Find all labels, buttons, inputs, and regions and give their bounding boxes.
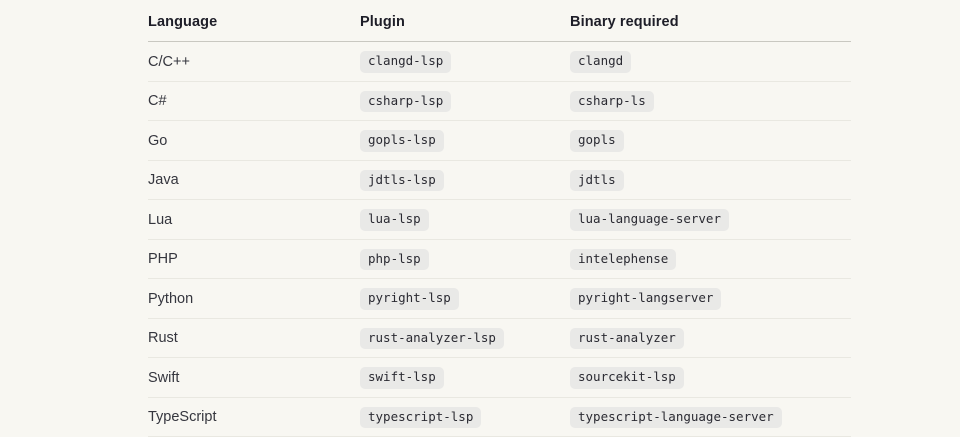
table-row: Python pyright-lsp pyright-langserver [148, 278, 851, 319]
language-cell: PHP [148, 239, 360, 279]
plugin-pill: gopls-lsp [360, 130, 444, 152]
language-cell: Python [148, 278, 360, 319]
plugin-cell: typescript-lsp [360, 397, 570, 437]
table-row: Lua lua-lsp lua-language-server [148, 199, 851, 240]
plugin-pill: jdtls-lsp [360, 169, 444, 191]
binary-pill: jdtls [570, 169, 624, 191]
plugin-pill: php-lsp [360, 248, 429, 270]
plugin-pill: clangd-lsp [360, 51, 452, 73]
binary-cell: typescript-language-server [570, 397, 851, 437]
table-row: PHP php-lsp intelephense [148, 239, 851, 279]
binary-cell: pyright-langserver [570, 278, 851, 319]
binary-pill: typescript-language-server [570, 406, 782, 428]
binary-pill: clangd [570, 51, 632, 73]
binary-cell: jdtls [570, 160, 851, 200]
plugin-cell: jdtls-lsp [360, 160, 570, 200]
plugin-cell: lua-lsp [360, 199, 570, 240]
table-body: C/C++ clangd-lsp clangd C# csharp-lsp cs… [148, 41, 851, 437]
binary-cell: clangd [570, 41, 851, 82]
table-row: TypeScript typescript-lsp typescript-lan… [148, 397, 851, 437]
plugin-pill: typescript-lsp [360, 406, 482, 428]
binary-pill: gopls [570, 130, 624, 152]
plugin-cell: csharp-lsp [360, 81, 570, 121]
language-cell: Swift [148, 357, 360, 398]
plugin-pill: lua-lsp [360, 209, 429, 231]
language-cell: Java [148, 160, 360, 200]
column-header-language: Language [148, 2, 360, 42]
table-header: Language Plugin Binary required [148, 2, 851, 42]
binary-pill: rust-analyzer [570, 327, 684, 349]
plugin-cell: php-lsp [360, 239, 570, 279]
binary-cell: csharp-ls [570, 81, 851, 121]
binary-cell: gopls [570, 120, 851, 161]
plugin-pill: csharp-lsp [360, 90, 452, 112]
binary-pill: csharp-ls [570, 90, 654, 112]
table-row: Swift swift-lsp sourcekit-lsp [148, 357, 851, 398]
table-row: Go gopls-lsp gopls [148, 120, 851, 161]
table-row: Java jdtls-lsp jdtls [148, 160, 851, 200]
table-row: C# csharp-lsp csharp-ls [148, 81, 851, 121]
plugin-pill: swift-lsp [360, 367, 444, 389]
language-cell: C/C++ [148, 41, 360, 82]
language-cell: TypeScript [148, 397, 360, 437]
column-header-plugin: Plugin [360, 2, 570, 42]
column-header-binary-required: Binary required [570, 2, 851, 42]
binary-pill: intelephense [570, 248, 677, 270]
lsp-plugins-table-container: Language Plugin Binary required C/C++ cl… [148, 2, 851, 437]
binary-cell: sourcekit-lsp [570, 357, 851, 398]
binary-pill: lua-language-server [570, 209, 729, 231]
plugin-cell: swift-lsp [360, 357, 570, 398]
plugin-cell: gopls-lsp [360, 120, 570, 161]
table-row: Rust rust-analyzer-lsp rust-analyzer [148, 318, 851, 358]
binary-pill: sourcekit-lsp [570, 367, 684, 389]
plugin-pill: pyright-lsp [360, 288, 459, 310]
table-row: C/C++ clangd-lsp clangd [148, 41, 851, 82]
plugin-pill: rust-analyzer-lsp [360, 327, 504, 349]
language-cell: Lua [148, 199, 360, 240]
binary-cell: lua-language-server [570, 199, 851, 240]
language-cell: Rust [148, 318, 360, 358]
binary-pill: pyright-langserver [570, 288, 722, 310]
lsp-plugins-table: Language Plugin Binary required C/C++ cl… [148, 2, 851, 437]
language-cell: Go [148, 120, 360, 161]
plugin-cell: pyright-lsp [360, 278, 570, 319]
binary-cell: rust-analyzer [570, 318, 851, 358]
plugin-cell: clangd-lsp [360, 41, 570, 82]
plugin-cell: rust-analyzer-lsp [360, 318, 570, 358]
binary-cell: intelephense [570, 239, 851, 279]
language-cell: C# [148, 81, 360, 121]
header-row: Language Plugin Binary required [148, 2, 851, 42]
